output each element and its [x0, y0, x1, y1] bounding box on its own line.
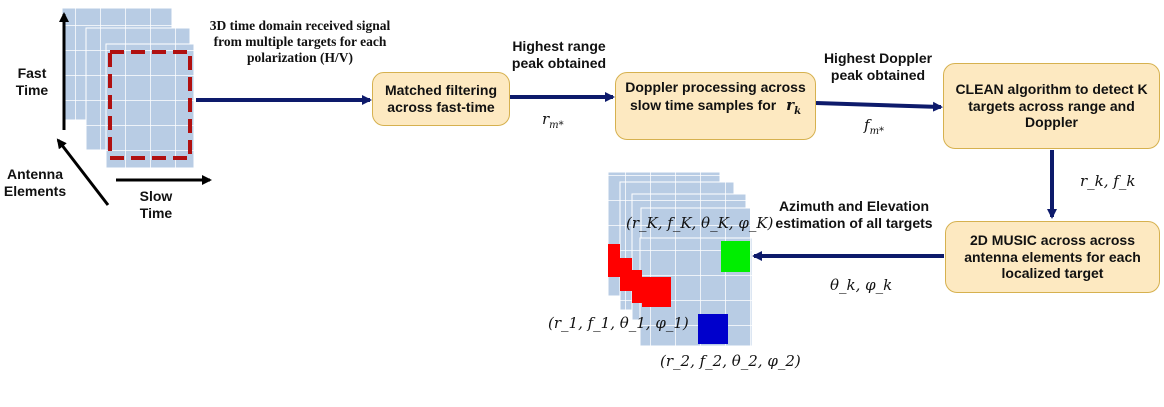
target-2-label: (r_2, f_2, θ_2, φ_2)	[660, 352, 801, 370]
input-description: 3D time domain received signal from mult…	[209, 18, 391, 66]
doppler-peak-label: Highest Doppler peak obtained	[823, 50, 933, 83]
output-target-cubes	[607, 171, 753, 347]
antenna-axis	[56, 138, 110, 206]
music-text: 2D MUSIC across across antenna elements …	[964, 231, 1141, 282]
rm-star-symbol: rm*	[542, 110, 564, 131]
matched-filtering-text: Matched filtering across fast-time	[384, 82, 497, 115]
arrow-doppler-to-clean	[815, 101, 943, 112]
doppler-processing-text: Doppler processing across slow time samp…	[625, 79, 806, 113]
theta-phi-symbol: θ_k, φ_k	[830, 276, 893, 294]
clean-algorithm-box: CLEAN algorithm to detect K targets acro…	[943, 63, 1160, 149]
range-peak-label: Highest range peak obtained	[511, 38, 607, 71]
clean-algorithm-text: CLEAN algorithm to detect K targets acro…	[955, 80, 1148, 131]
target-1-label: (r_1, f_1, θ_1, φ_1)	[548, 314, 689, 332]
slow-time-label: Slow Time	[139, 188, 173, 221]
rk-fk-symbol: r_k, f_k	[1080, 172, 1136, 190]
target-marker-red-mid2	[632, 270, 642, 303]
target-marker-red-back	[608, 244, 620, 277]
target-marker-blue	[698, 314, 728, 344]
fm-star-symbol: fm*	[864, 116, 885, 137]
fast-time-label: Fast Time	[15, 65, 49, 98]
target-marker-red-mid	[620, 258, 632, 291]
doppler-rk-symbol: rk	[786, 95, 801, 117]
target-marker-green	[721, 241, 750, 272]
input-data-cube	[61, 7, 195, 169]
target-K-label: (r_K, f_K, θ_K, φ_K)	[626, 214, 774, 232]
matched-filtering-box: Matched filtering across fast-time	[372, 72, 510, 126]
dashed-selection	[108, 50, 192, 160]
target-marker-red-front	[642, 277, 671, 307]
doppler-processing-box: Doppler processing across slow time samp…	[615, 72, 816, 140]
antenna-elements-label: Antenna Elements	[3, 166, 67, 199]
az-el-label: Azimuth and Elevation estimation of all …	[775, 198, 933, 231]
music-box: 2D MUSIC across across antenna elements …	[945, 221, 1160, 293]
